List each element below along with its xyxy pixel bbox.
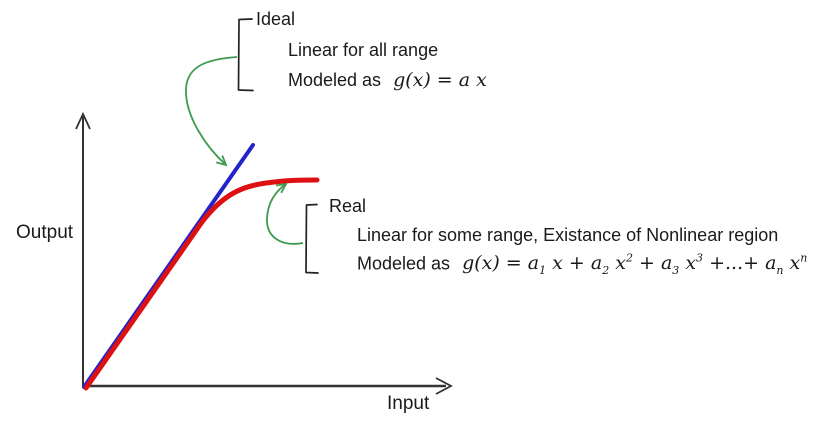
ideal-modeled-prefix: Modeled as	[288, 70, 382, 90]
real-description: Linear for some range, Existance of Nonl…	[357, 225, 779, 245]
ideal-annotation-arrow	[185, 56, 238, 165]
real-formula: g(x) = a1 x + a2 x2 + a3 x3 +...+ an xn	[462, 252, 808, 278]
ideal-formula: g(x) = a x	[393, 69, 487, 91]
real-modeled-prefix: Modeled as	[357, 253, 451, 274]
x-axis-arrow-icon	[435, 377, 453, 395]
real-bracket	[305, 203, 319, 274]
real-curve	[83, 177, 320, 391]
x-axis-label: Input	[387, 393, 430, 414]
real-annotation-arrow	[266, 184, 304, 245]
ideal-label: Ideal	[256, 9, 296, 29]
ideal-bracket	[237, 18, 254, 92]
ideal-model-row: Modeled as g(x) = a x	[288, 69, 487, 92]
ideal-description: Linear for all range	[288, 40, 439, 60]
real-label: Real	[329, 196, 367, 216]
y-axis-arrow-icon	[75, 111, 91, 130]
real-model-row: Modeled as g(x) = a1 x + a2 x2 + a3 x3 +.…	[357, 252, 807, 277]
y-axis-label: Output	[16, 222, 74, 243]
